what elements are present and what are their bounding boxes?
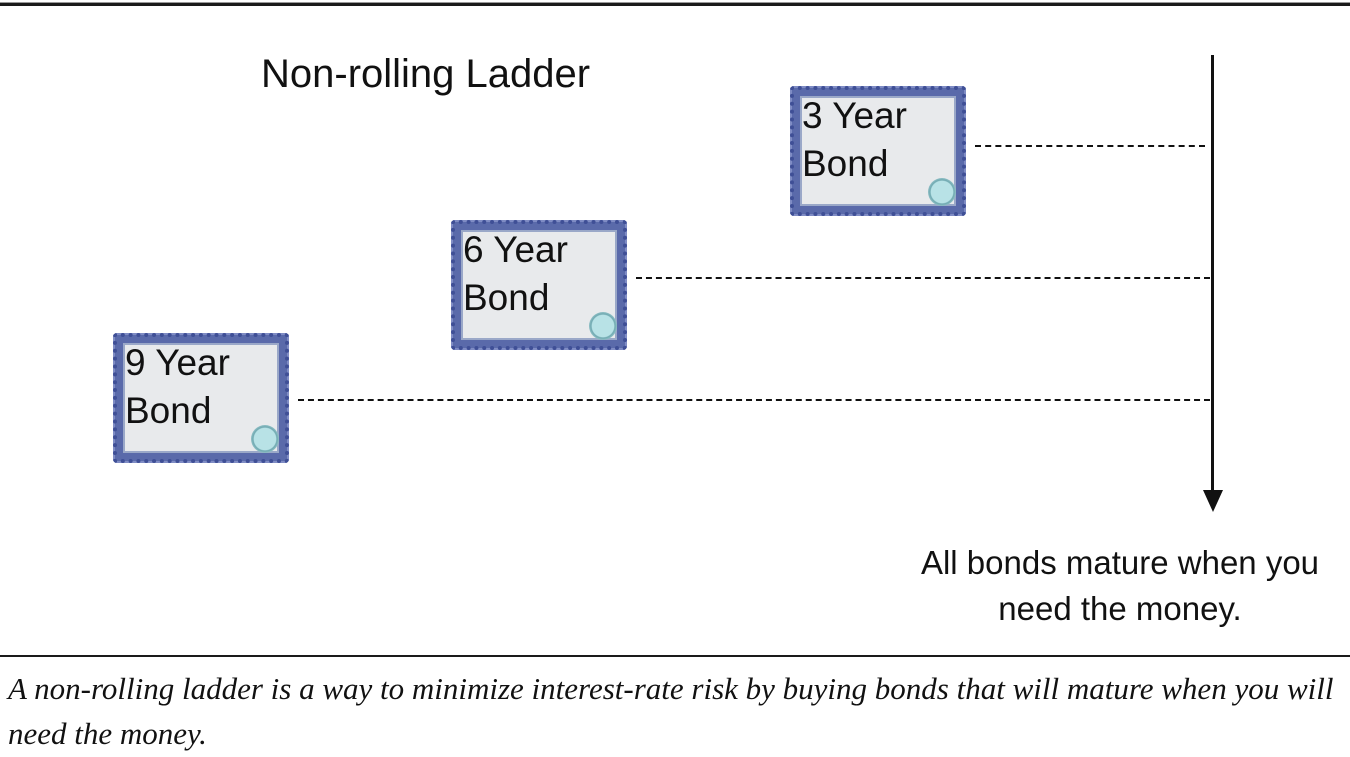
dashed-line-6-year [636,277,1210,279]
bond-label: 3 Year Bond [802,92,907,188]
bond-word: Bond [125,390,212,431]
dashed-line-3-year [975,145,1205,147]
bond-certificate-6-year: 6 Year Bond [451,220,627,350]
bond-term: 3 Year [802,95,907,136]
bond-word: Bond [463,277,550,318]
seal-icon [589,312,617,340]
bond-term: 9 Year [125,342,230,383]
seal-icon [251,425,279,453]
figure-caption: A non-rolling ladder is a way to minimiz… [8,671,1334,751]
dashed-line-9-year [298,399,1210,401]
diagram-title: Non-rolling Ladder [261,52,591,96]
maturity-timeline [1211,55,1214,495]
bond-label: 9 Year Bond [125,339,230,435]
maturity-note: All bonds mature when you need the money… [920,544,1320,627]
bond-certificate-3-year: 3 Year Bond [790,86,966,216]
caption-rule [0,655,1350,657]
seal-icon [928,178,956,206]
bond-term: 6 Year [463,229,568,270]
bond-label: 6 Year Bond [463,226,568,322]
top-rule [0,2,1350,6]
bond-certificate-9-year: 9 Year Bond [113,333,289,463]
arrow-down-icon [1203,490,1223,512]
bond-word: Bond [802,143,889,184]
certificate-face [800,96,956,206]
